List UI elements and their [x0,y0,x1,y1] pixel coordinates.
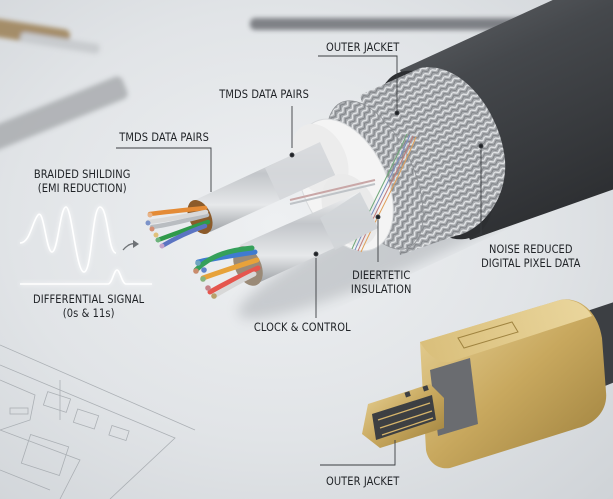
label-braided-shielding: BRAIDED SHILDING (EMI REDUCTION) [34,167,131,195]
circuit-schematic [0,344,196,499]
leader-lines [116,55,484,466]
dielectric-line2: INSULATION [350,282,412,296]
label-noise-reduced: NOISE REDUCED DIGITAL PIXEL DATA [481,242,580,270]
differential-line2: (0s & 11s) [62,306,115,320]
label-dielectric-insulation: DIEERTETIC INSULATION [351,268,412,296]
noise-line1: NOISE REDUCED [488,242,573,256]
lower-tmds-pair [193,192,378,299]
label-differential-signal: DIFFERENTIAL SIGNAL (0s & 11s) [33,292,144,320]
differential-signal-wave [19,206,152,285]
label-tmds-data-pairs-lower: TMDS DATA PAIRS [119,130,209,144]
label-outer-jacket-bottom: OUTER JACKET [325,474,400,488]
label-clock-control: CLOCK & CONTROL [253,320,351,334]
braided-shielding-line1: BRAIDED SHILDING [33,167,131,181]
fine-wires [289,133,417,253]
braided-shielding-line2: (EMI REDUCTION) [37,181,127,195]
label-outer-jacket-top: OUTER JACKET [325,40,400,54]
hdmi-connector [362,299,613,469]
upper-tmds-pair [145,142,335,249]
background-tools [0,18,540,152]
noise-line2: DIGITAL PIXEL DATA [481,256,581,270]
differential-line1: DIFFERENTIAL SIGNAL [33,292,145,306]
dielectric-line1: DIEERTETIC [352,268,411,282]
label-tmds-data-pairs-upper: TMDS DATA PAIRS [219,87,309,101]
